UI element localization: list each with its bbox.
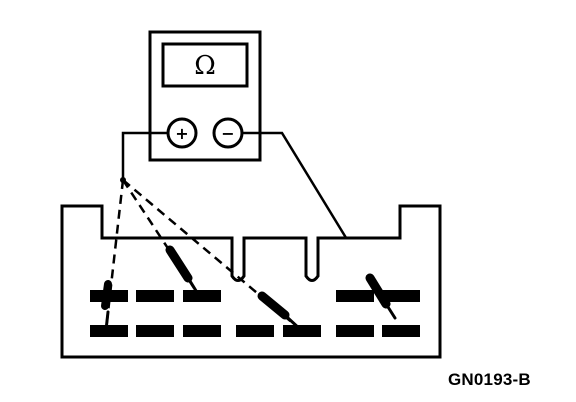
terminal-row-bottom	[90, 325, 420, 337]
positive-jack-label: +	[175, 124, 188, 143]
terminal-row-top	[90, 290, 420, 302]
terminal-pin	[382, 325, 420, 337]
terminal-pin	[382, 290, 420, 302]
probe-tip-4	[365, 273, 391, 309]
ohmmeter-icon: Ω + −	[148, 30, 262, 162]
lead-junction	[120, 177, 126, 183]
terminal-pin	[236, 325, 274, 337]
terminal-pin	[183, 290, 221, 302]
probe-tip-3	[257, 291, 290, 320]
probe-tip-3b	[286, 316, 303, 332]
terminal-pin	[90, 325, 128, 337]
probe-tip-2b	[188, 279, 200, 296]
connector-icon	[60, 204, 442, 359]
terminal-pin	[336, 325, 374, 337]
probe-tip-1b	[104, 310, 110, 332]
dashed-lead-pin-10	[122, 179, 302, 331]
probe-tip-1	[101, 280, 112, 310]
terminal-pin	[136, 325, 174, 337]
figure-code: GN0193-B	[448, 370, 531, 389]
positive-lead	[121, 131, 168, 180]
probe-tip-2	[165, 245, 193, 283]
probe-tip-4b	[386, 305, 397, 320]
terminal-pin	[183, 325, 221, 337]
terminal-pin	[336, 290, 374, 302]
negative-jack-label: −	[221, 124, 234, 143]
terminal-pin	[136, 290, 174, 302]
ohmmeter-display	[161, 42, 249, 88]
ohm-symbol: Ω	[194, 51, 216, 81]
test-probe-icon	[101, 245, 397, 332]
